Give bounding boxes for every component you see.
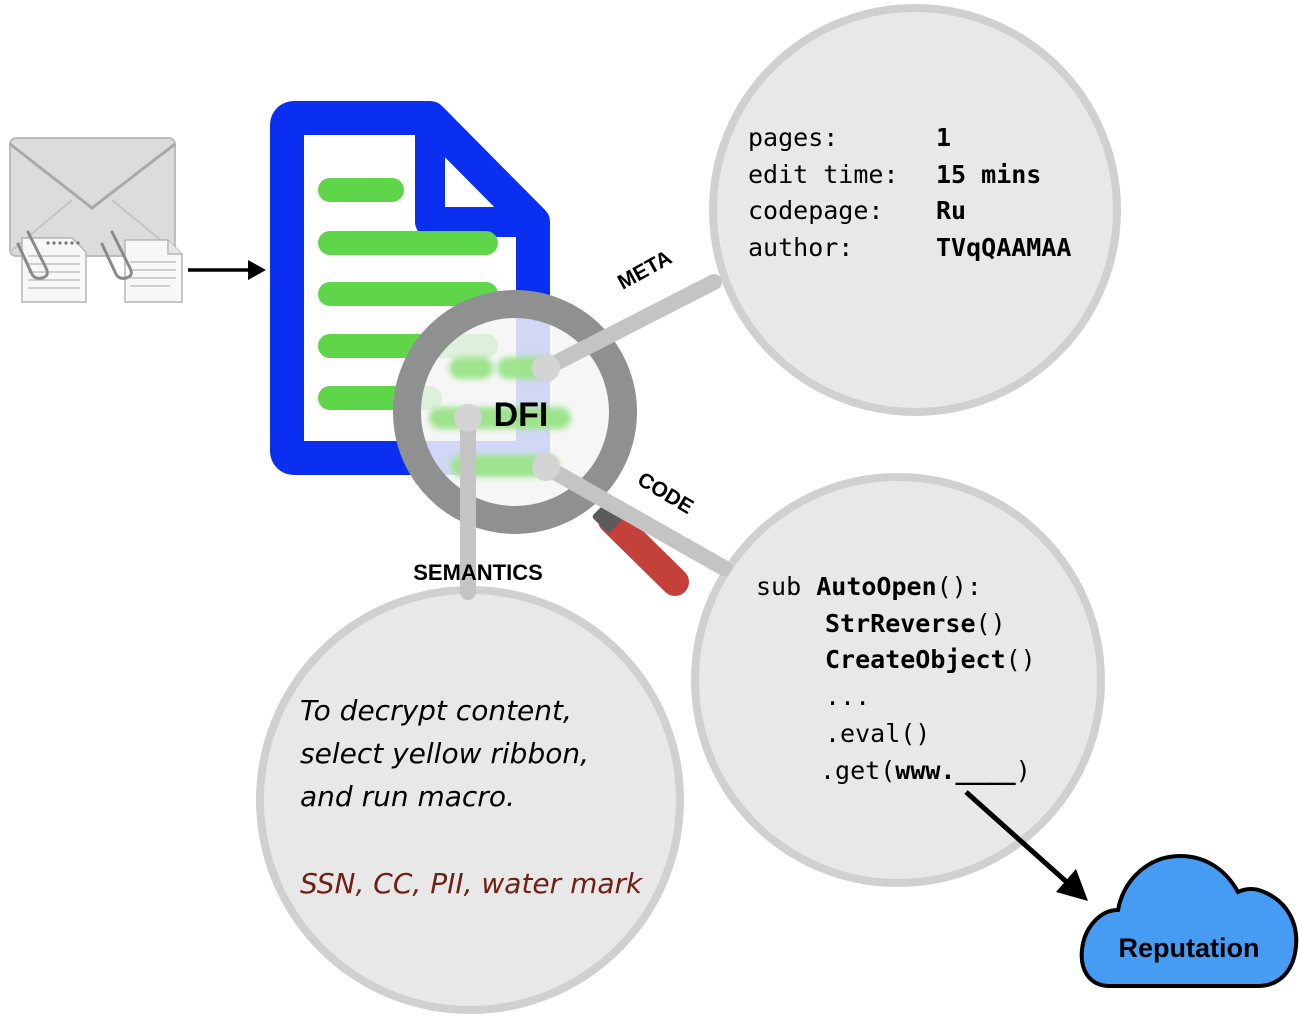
code-line-get: .get(www.____) [820, 756, 1031, 785]
semantics-connector [454, 404, 482, 600]
code-line-ellipsis: ... [825, 682, 870, 711]
cloud-icon: Reputation [1079, 853, 1299, 988]
semantics-line-1: To decrypt content, [300, 694, 572, 727]
meta-key-codepage: codepage: [748, 196, 883, 225]
reputation-arrow [964, 790, 1088, 901]
meta-key-pages: pages: [748, 123, 838, 152]
meta-value-codepage: Ru [936, 196, 966, 225]
magnifier-icon: DFI [393, 290, 689, 596]
hub-label: DFI [494, 396, 549, 434]
semantics-panel: To decrypt content, select yellow ribbon… [300, 694, 644, 900]
meta-key-author: author: [748, 233, 853, 262]
code-connector [532, 453, 732, 576]
reputation-label: Reputation [1119, 933, 1260, 963]
paperclip-icon [100, 230, 133, 280]
code-branch-label: CODE [633, 468, 697, 519]
meta-key-edit-time: edit time: [748, 160, 899, 189]
arrow-icon [188, 260, 266, 280]
code-line-sub: sub AutoOpen(): [756, 572, 982, 601]
semantics-line-3: and run macro. [300, 780, 515, 813]
semantics-branch-label: SEMANTICS [413, 560, 543, 585]
code-line-strreverse: StrReverse() [825, 609, 1006, 638]
paperclip-icon [16, 230, 49, 280]
meta-panel: pages: 1 edit time: 15 mins codepage: Ru… [748, 123, 1071, 262]
code-line-eval: .eval() [825, 719, 930, 748]
meta-value-pages: 1 [936, 123, 951, 152]
semantics-line-2: select yellow ribbon, [300, 737, 589, 770]
meta-connector [532, 274, 722, 382]
attachment-document-icon [124, 239, 183, 303]
meta-bubble [709, 4, 1121, 416]
meta-value-author: TVqQAAMAA [936, 233, 1071, 262]
code-panel: sub AutoOpen(): StrReverse() CreateObjec… [756, 572, 1036, 785]
meta-branch-label: META [614, 246, 676, 294]
code-line-createobject: CreateObject() [825, 645, 1036, 674]
code-bubble [691, 473, 1105, 887]
meta-value-edit-time: 15 mins [936, 160, 1041, 189]
semantics-tags: SSN, CC, PII, water mark [300, 867, 644, 900]
